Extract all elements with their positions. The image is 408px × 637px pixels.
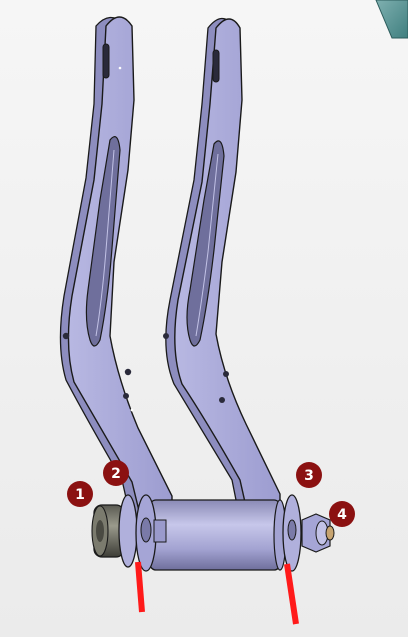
svg-text:3: 3 — [304, 468, 314, 484]
callout-3[interactable]: 3 — [296, 462, 322, 488]
right-nut[interactable] — [301, 513, 331, 553]
svg-text:4: 4 — [337, 507, 347, 523]
svg-text:1: 1 — [75, 487, 85, 503]
left-washer-outer[interactable] — [118, 494, 138, 568]
compass-fragment[interactable] — [375, 0, 408, 39]
callout-1[interactable]: 1 — [67, 481, 93, 507]
left-bolt[interactable] — [153, 519, 167, 543]
right-washer[interactable] — [282, 494, 302, 572]
left-leader-line — [135, 561, 145, 613]
right-leader-line — [284, 563, 299, 625]
spacer-tube[interactable] — [149, 499, 287, 571]
right-arm[interactable] — [163, 17, 281, 561]
callout-2[interactable]: 2 — [103, 460, 129, 486]
left-bushing[interactable] — [91, 504, 125, 558]
callout-4[interactable]: 4 — [329, 501, 355, 527]
svg-text:2: 2 — [111, 466, 121, 482]
left-washer-inner[interactable] — [135, 494, 157, 572]
right-bolt-tip[interactable] — [325, 525, 335, 541]
